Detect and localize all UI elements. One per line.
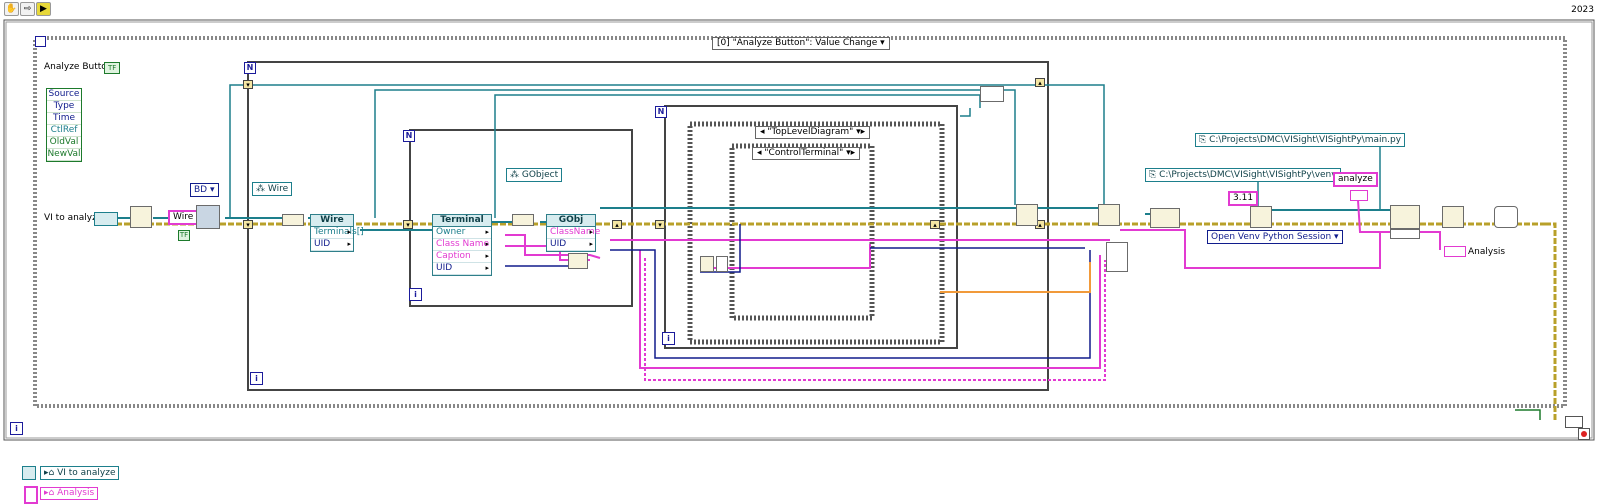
gobject-class-const[interactable]: ⁂ GObject [506,168,563,182]
shift-register-2: ▴ [1035,78,1045,87]
wire-property-node[interactable]: Wire Terminals[] UID [310,214,364,252]
to-more-specific-1[interactable] [282,214,304,226]
event-item-oldval: OldVal [47,137,81,149]
boolean-terminal: TF [104,62,121,74]
analysis-label: Analysis [1468,247,1506,257]
main-path-const[interactable]: ⎘ C:\Projects\DMC\VISight\VISightPy\main… [1195,133,1406,147]
get-objects-node[interactable] [196,205,220,229]
wire-node-title: Wire [311,215,353,227]
shift-register-4: ▾ [403,220,413,229]
close-session-node[interactable] [1442,206,1464,228]
gobj-node-title: GObj [547,215,595,227]
analysis-indicator-term [1444,246,1466,257]
flatten-json-node[interactable] [1150,208,1180,228]
case-selector-controlterminal[interactable]: ◂ "ControlTerminal" ▾▸ [752,147,861,160]
case-controlterminal [729,143,875,321]
loop-index-outer: i [250,372,263,385]
vi-to-analyze-control[interactable]: ▸⌂ VI to analyze [40,466,120,480]
loop-index-terminals: i [409,288,422,301]
vi-to-analyze-label: VI to analyze [44,213,103,223]
bundle-node-2[interactable] [716,256,728,272]
event-timeout-terminal [35,36,46,47]
wire-string-const[interactable]: Wire [168,210,199,225]
gobj-classname-row: ClassName [547,227,600,239]
bundle-by-name-node[interactable] [1106,242,1128,272]
python-node[interactable] [1390,205,1420,229]
shift-register-5: ▴ [612,220,622,229]
case-selector-toplevel[interactable]: ◂ "TopLevelDiagram" ▾▸ [755,126,871,139]
build-array-top[interactable] [980,86,1004,102]
vi-ref-terminal[interactable] [94,212,118,226]
case-toplevel [687,121,945,345]
shift-register-1: ▾ [243,80,253,89]
terminal-owner-row: Owner [433,227,491,239]
analyze-string-const[interactable]: analyze [1333,172,1378,187]
to-more-specific-2[interactable] [512,214,534,226]
python-node-args[interactable] [1390,229,1420,239]
bd-enum[interactable]: BD ▾ [190,183,219,197]
analyze-button-label: Analyze Button [44,62,113,72]
shift-register-3: ▾ [243,220,253,229]
run-highlight-icon[interactable]: ▶ [36,2,51,16]
event-data-node: Source Type Time CtlRef OldVal NewVal [46,88,82,162]
event-item-ctlref: CtlRef [47,125,81,137]
for-loop-terminals [409,129,633,307]
event-item-time: Time [47,113,81,125]
wire-class-const[interactable]: ⁂ Wire [252,182,293,196]
wire-terminals-row: Terminals[] [311,227,364,239]
for-loop-gobjects [664,105,958,349]
vi-ref-control-icon[interactable] [22,466,36,480]
analysis-indicator: ▸⌂ Analysis [40,487,99,500]
python-version-const[interactable]: 3.11 [1228,191,1259,206]
open-session-enum[interactable]: Open Venv Python Session ▾ [1207,230,1343,244]
terminal-node-title: Terminal [433,215,491,227]
terminal-caption-row: Caption [433,251,491,263]
shift-register-6: ▾ [655,220,665,229]
close-ref-1[interactable] [1016,204,1038,226]
gobj-property-node[interactable]: GObj ClassName UID [546,214,600,252]
loop-count-outer: N [244,62,256,74]
event-structure-frame [33,36,1567,408]
open-vi-node[interactable] [130,206,152,228]
terminal-classname-row: Class Name [433,239,491,251]
terminal-uid-row: UID [433,263,491,275]
analysis-indicator-icon [24,486,38,504]
toolbar: ✋ ⇨ ▶ 2023 [0,0,1600,16]
gobj-uid-row: UID [547,239,595,251]
loop-count-terminals: N [403,130,415,142]
event-item-type: Type [47,101,81,113]
or-node[interactable] [1565,416,1583,428]
bundle-node-1[interactable] [568,253,588,269]
event-item-source: Source [47,89,81,101]
shift-register-7: ▴ [930,220,940,229]
event-case-selector[interactable]: [0] "Analyze Button": Value Change ▾ [712,37,890,50]
close-ref-2[interactable] [1098,204,1120,226]
hand-icon[interactable]: ✋ [4,2,19,16]
build-array-node[interactable] [700,256,714,272]
loop-count-gobjects: N [655,106,667,118]
bool-const[interactable]: TF [178,230,190,241]
simple-error-handler-node[interactable] [1494,206,1518,228]
while-loop-frame [3,19,1595,441]
terminal-property-node[interactable]: Terminal Owner Class Name Caption UID [432,214,492,276]
open-session-node[interactable] [1250,206,1272,228]
loop-index-gobjects: i [662,332,675,345]
string-array-term [1350,190,1368,201]
wire-uid-row: UID [311,239,353,251]
event-item-newval: NewVal [47,149,81,161]
version-label: 2023 [1571,5,1594,15]
stop-icon[interactable] [1578,428,1590,440]
venv-path-const[interactable]: ⎘ C:\Projects\DMC\VISight\VISightPy\venv [1145,168,1341,182]
while-loop-index: i [10,422,23,435]
step-icon[interactable]: ⇨ [20,2,35,16]
